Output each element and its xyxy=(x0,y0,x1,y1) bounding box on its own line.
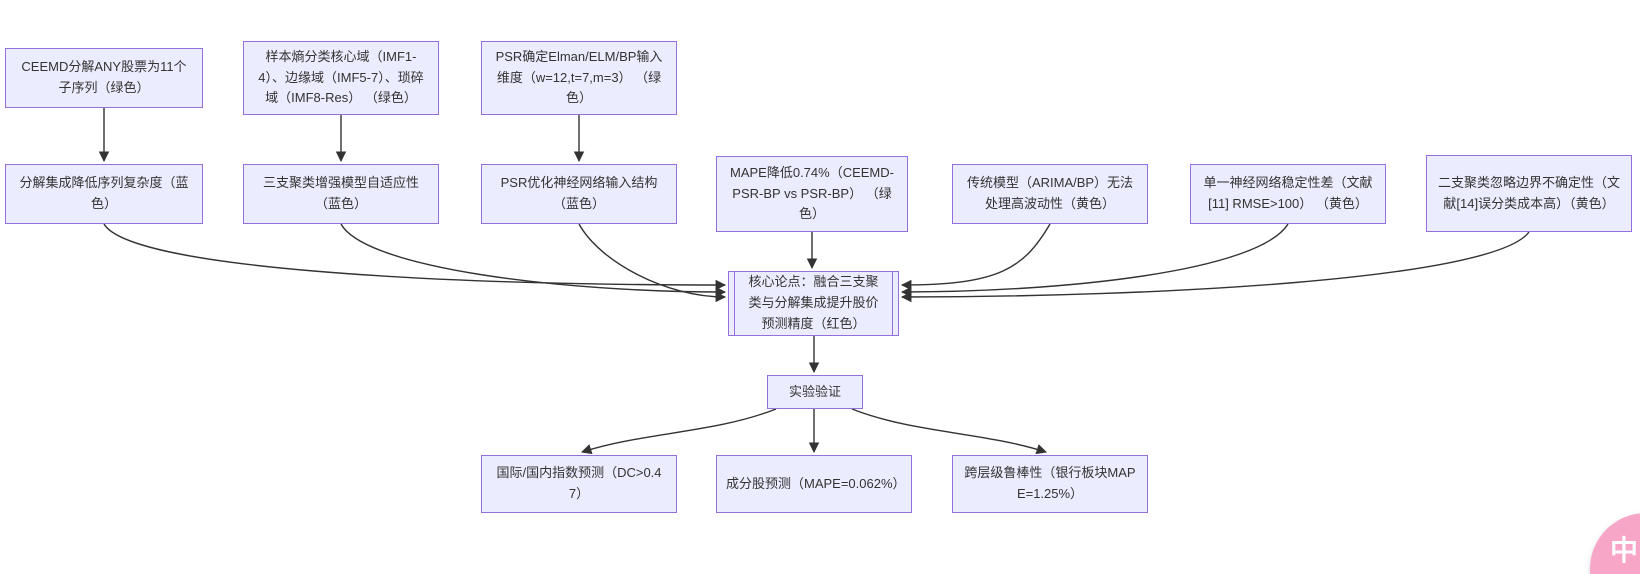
node-decomposition-reduces-complexity: 分解集成降低序列复杂度（蓝色） xyxy=(5,164,203,224)
edge-mid2-core xyxy=(340,223,727,298)
node-three-way-clustering-adaptivity: 三支聚类增强模型自适应性（蓝色） xyxy=(243,164,439,224)
edge-mid6-core xyxy=(900,223,1289,298)
core-thesis-label: 核心论点：融合三支聚类与分解集成提升股价预测精度（红色） xyxy=(748,274,879,331)
edge-mid1-core xyxy=(103,223,727,291)
node-psr-optimizes-input-structure: PSR优化神经网络输入结构（蓝色） xyxy=(481,164,677,224)
edge-exp-out1 xyxy=(580,408,777,455)
node-psr-input-dimension: PSR确定Elman/ELM/BP输入维度（w=12,t=7,m=3） （绿色） xyxy=(481,41,677,115)
node-two-way-clustering-limitation: 二支聚类忽略边界不确定性（文献[14]误分类成本高）（黄色） xyxy=(1426,155,1632,232)
node-traditional-model-limitation: 传统模型（ARIMA/BP）无法处理高波动性（黄色） xyxy=(952,164,1148,224)
node-constituent-stock-prediction: 成分股预测（MAPE=0.062%） xyxy=(716,455,912,513)
node-experimental-validation: 实验验证 xyxy=(767,375,863,409)
node-index-prediction: 国际/国内指数预测（DC>0.47） xyxy=(481,455,677,513)
node-single-nn-instability: 单一神经网络稳定性差（文献[11] RMSE>100） （黄色） xyxy=(1190,164,1386,224)
node-mape-reduction: MAPE降低0.74%（CEEMD-PSR-BP vs PSR-BP） （绿色） xyxy=(716,156,908,232)
edge-exp-out3 xyxy=(851,408,1048,455)
subroutine-border-right-line xyxy=(892,272,893,335)
node-cross-level-robustness: 跨层级鲁棒性（银行板块MAPE=1.25%） xyxy=(952,455,1148,513)
edge-mid3-core xyxy=(578,223,727,303)
subroutine-border-left-line xyxy=(734,272,735,335)
edge-mid5-core xyxy=(900,223,1051,291)
translate-icon: 中A xyxy=(1610,535,1640,566)
node-core-thesis: 核心论点：融合三支聚类与分解集成提升股价预测精度（红色） xyxy=(728,271,899,336)
translate-widget-button[interactable]: 中A xyxy=(1590,513,1640,574)
node-ceemd-decomposition: CEEMD分解ANY股票为11个子序列（绿色） xyxy=(5,48,203,108)
edge-mid7-core xyxy=(900,231,1530,303)
node-sample-entropy-classification: 样本熵分类核心域（IMF1-4）、边缘域（IMF5-7）、琐碎域（IMF8-Re… xyxy=(243,41,439,115)
